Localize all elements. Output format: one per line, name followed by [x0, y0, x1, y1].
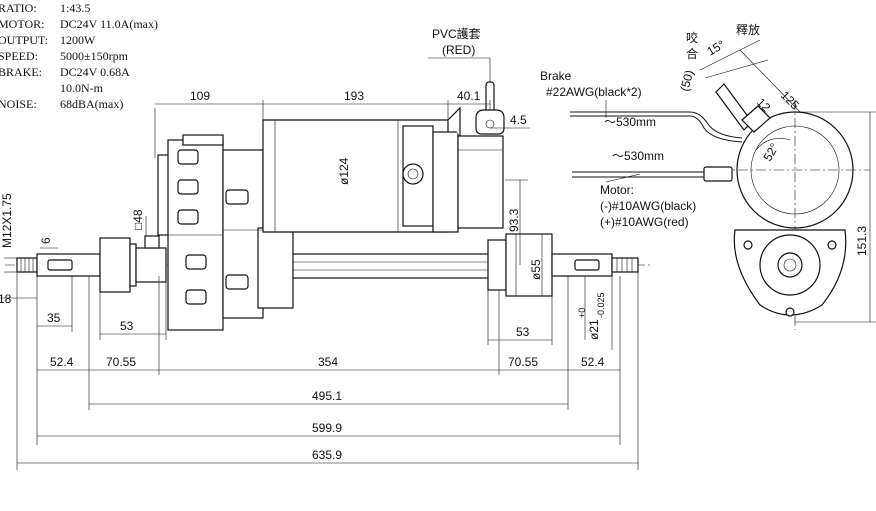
brake-wire-spec: #22AWG(black*2) [546, 85, 642, 99]
dim-151-3: 151.3 [855, 226, 869, 256]
dim-phi55: ø55 [529, 259, 543, 280]
engage-label-char1: 咬 [686, 30, 698, 45]
spec-noise-value: 68dBA(max) [60, 97, 123, 111]
dim-109: 109 [190, 89, 210, 103]
motor-wire-positive: (+)#10AWG(red) [600, 215, 689, 229]
brake-title: Brake [540, 69, 572, 83]
spec-ratio-key: RATIO: [0, 1, 37, 15]
dim-square-48: □48 [131, 209, 145, 230]
gearbox [157, 134, 294, 331]
pvc-sleeve-label: PVC護套 [432, 26, 481, 41]
dimension-lines [0, 39, 876, 470]
engage-label-char2: 合 [686, 46, 698, 61]
spec-output-value: 1200W [60, 33, 96, 47]
motor-wire-negative: (-)#10AWG(black) [600, 199, 696, 213]
dim-495-1: 495.1 [312, 389, 342, 403]
dim-53-right: 53 [516, 325, 530, 339]
pvc-sleeve-color-label: (RED) [442, 43, 475, 57]
release-label: 釋放 [736, 22, 760, 37]
dim-phi21-tol-lower: -0.025 [596, 292, 606, 318]
dim-52-4-left: 52.4 [50, 355, 74, 369]
spec-speed-value: 5000±150rpm [60, 49, 129, 63]
wires [570, 111, 743, 178]
dim-phi21-tol-upper: +0 [577, 308, 587, 318]
dim-6: 6 [39, 237, 53, 244]
axle-shaft [5, 233, 650, 297]
dim-93-3: 93.3 [507, 208, 521, 232]
spec-noise-key: NOISE: [0, 97, 37, 111]
motor-title: Motor: [600, 183, 634, 197]
dim-125: 125 [778, 88, 802, 112]
dim-phi21: ø21 [587, 319, 601, 340]
dim-4-5: 4.5 [510, 113, 527, 127]
dim-52-4-right: 52.4 [581, 355, 605, 369]
dim-phi124: ø124 [337, 157, 351, 185]
end-view [703, 83, 870, 330]
spec-block: RATIO: 1:43.5 MOTOR: DC24V 11.0A(max) OU… [0, 1, 158, 111]
dim-193: 193 [344, 89, 364, 103]
spec-brake-key: BRAKE: [0, 65, 42, 79]
spec-torque-value: 10.0N-m [60, 81, 104, 95]
dim-50: (50) [677, 69, 696, 93]
spec-motor-value: DC24V 11.0A(max) [60, 17, 158, 31]
spec-brake-value: DC24V 0.68A [60, 65, 130, 79]
spec-ratio-value: 1:43.5 [60, 1, 90, 15]
motor-body [262, 81, 505, 233]
motor-wire-length: ～530mm [612, 149, 664, 163]
spec-speed-key: SPEED: [0, 49, 38, 63]
spec-output-key: OUTPUT: [0, 33, 48, 47]
dim-53-left: 53 [120, 319, 134, 333]
brake-wire-length: ～530mm [604, 115, 656, 129]
callout-labels: PVC護套 (RED) Brake #22AWG(black*2) ～530mm… [428, 22, 760, 229]
spec-motor-key: MOTOR: [0, 17, 44, 31]
dim-40-1: 40.1 [457, 89, 481, 103]
dim-635-9: 635.9 [312, 448, 342, 462]
dim-70-55-right: 70.55 [508, 355, 538, 369]
dim-m12: M12X1.75 [0, 193, 14, 248]
angle-15: 15° [705, 37, 728, 58]
dim-599-9: 599.9 [312, 421, 342, 435]
dim-18: 18 [0, 292, 12, 306]
dim-70-55-left: 70.55 [106, 355, 136, 369]
dim-354: 354 [318, 355, 338, 369]
dim-35: 35 [47, 311, 61, 325]
dimension-text: 109 193 40.1 4.5 ø124 93.3 □48 6 M12X1.7… [0, 37, 869, 462]
